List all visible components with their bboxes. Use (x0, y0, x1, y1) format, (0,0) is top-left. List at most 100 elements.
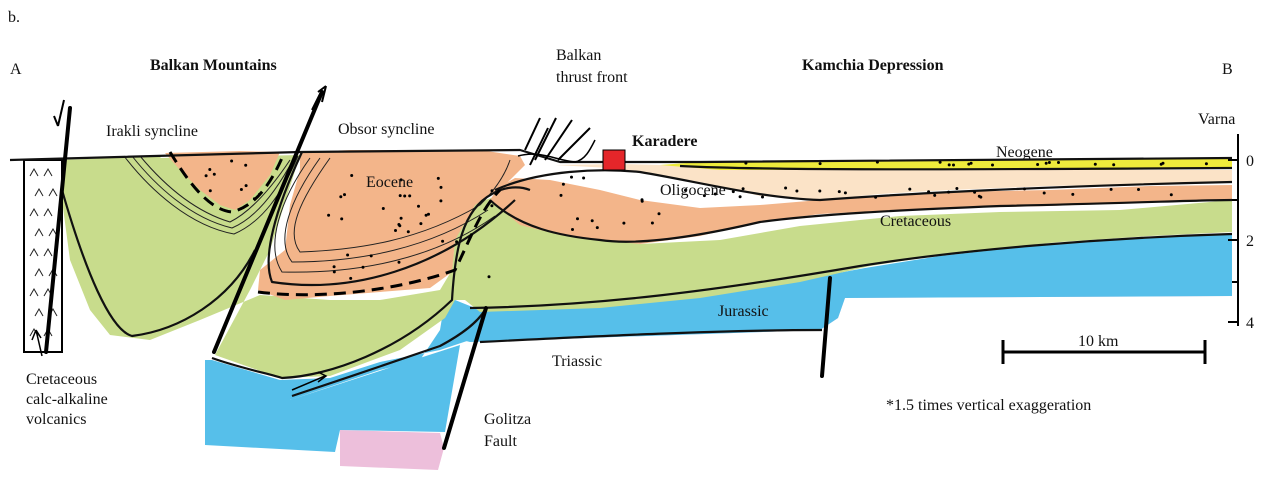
sand-dot (1071, 193, 1074, 196)
sand-dot (441, 240, 444, 243)
sand-dot (244, 164, 247, 167)
sand-dot (350, 174, 353, 177)
sand-dot (419, 222, 422, 225)
sand-dot (439, 199, 442, 202)
sand-dot (407, 230, 410, 233)
sand-dot (874, 196, 877, 199)
sand-dot (838, 190, 841, 193)
sand-dot (346, 254, 349, 257)
depth-label-2: 2 (1246, 233, 1254, 250)
sand-dot (490, 204, 493, 207)
sand-dot (560, 194, 563, 197)
eocene-label: Eocene (366, 174, 413, 191)
sand-dot (1048, 161, 1051, 164)
scale-bar-label: 10 km (1078, 333, 1119, 350)
sand-dot (437, 177, 440, 180)
sand-dot (622, 222, 625, 225)
sand-dot (349, 277, 352, 280)
irakli-label: Irakli syncline (106, 123, 198, 140)
sand-dot (1036, 163, 1039, 166)
sand-dot (209, 189, 212, 192)
sand-dot (908, 188, 911, 191)
sand-dot (440, 186, 443, 189)
sand-dot (979, 196, 982, 199)
sand-dot (205, 174, 208, 177)
sand-dot (398, 261, 401, 264)
sand-dot (732, 190, 735, 193)
karadere-marker (603, 150, 625, 170)
thrust-front-label-1: Balkan (556, 47, 601, 64)
sand-dot (876, 161, 879, 164)
sand-dot (258, 193, 261, 196)
sand-dot (1110, 188, 1113, 191)
sand-dot (571, 228, 574, 231)
sand-dot (761, 196, 764, 199)
sand-dot (1045, 162, 1048, 165)
balkan-fault-arrow (312, 86, 326, 110)
sand-dot (576, 217, 579, 220)
sand-dot (744, 162, 747, 165)
obsor-label: Obsor syncline (338, 121, 434, 138)
sand-dot (253, 197, 256, 200)
thrust-front-label-2: thrust front (556, 69, 628, 86)
sand-dot (491, 189, 494, 192)
sand-dot (1023, 187, 1026, 190)
region-kamchia-depression: Kamchia Depression (802, 57, 944, 74)
sand-dot (582, 177, 585, 180)
sand-dot (213, 173, 216, 176)
sand-dot (1205, 162, 1208, 165)
sand-dot (327, 214, 330, 217)
sand-dot (795, 190, 798, 193)
end-label-a: A (10, 61, 22, 78)
sand-dot (939, 161, 942, 164)
sand-dot (570, 176, 573, 179)
sand-dot (955, 187, 958, 190)
sand-dot (370, 254, 373, 257)
sand-dot (1112, 163, 1115, 166)
sand-dot (397, 223, 400, 226)
neogene-label: Neogene (996, 144, 1053, 161)
sand-dot (1160, 163, 1163, 166)
triassic-label: Triassic (552, 353, 602, 370)
sand-dot (947, 191, 950, 194)
region-balkan-mountains: Balkan Mountains (150, 57, 277, 74)
sand-dot (927, 190, 930, 193)
sand-dot (952, 164, 955, 167)
cretaceous-label: Cretaceous (880, 213, 951, 230)
sand-dot (394, 229, 397, 232)
sand-dot (400, 217, 403, 220)
sand-dot (562, 183, 565, 186)
sand-dot (245, 184, 248, 187)
sand-dot (408, 194, 411, 197)
sand-dot (362, 266, 365, 269)
jurassic-label: Jurassic (718, 303, 769, 320)
volcanics-label-3: volcanics (26, 411, 86, 428)
sand-dot (1057, 161, 1060, 164)
sand-dot (333, 265, 336, 268)
sand-dot (784, 187, 787, 190)
sand-dot (658, 212, 661, 215)
sand-dot (641, 200, 644, 203)
sand-dot (403, 195, 406, 198)
sand-dot (948, 163, 951, 166)
sand-dot (208, 168, 211, 171)
sand-dot (382, 207, 385, 210)
sand-dot (818, 190, 821, 193)
scale-bar: 10 km (1002, 333, 1206, 364)
sand-dot (427, 213, 430, 216)
sand-dot (1043, 192, 1046, 195)
sand-dot (970, 162, 973, 165)
left-fault-arrow (54, 100, 64, 126)
panel-letter: b. (8, 9, 20, 26)
depth-label-0: 0 (1246, 153, 1254, 170)
oligocene-label: Oligocene (660, 182, 726, 199)
sand-dot (1137, 188, 1140, 191)
sand-dot (742, 187, 745, 190)
sand-dot (343, 193, 346, 196)
sand-dot (240, 188, 243, 191)
volcanics-label-2: calc-alkaline (26, 391, 108, 408)
golitza-label-2: Fault (484, 433, 517, 450)
end-label-b: B (1222, 61, 1233, 78)
